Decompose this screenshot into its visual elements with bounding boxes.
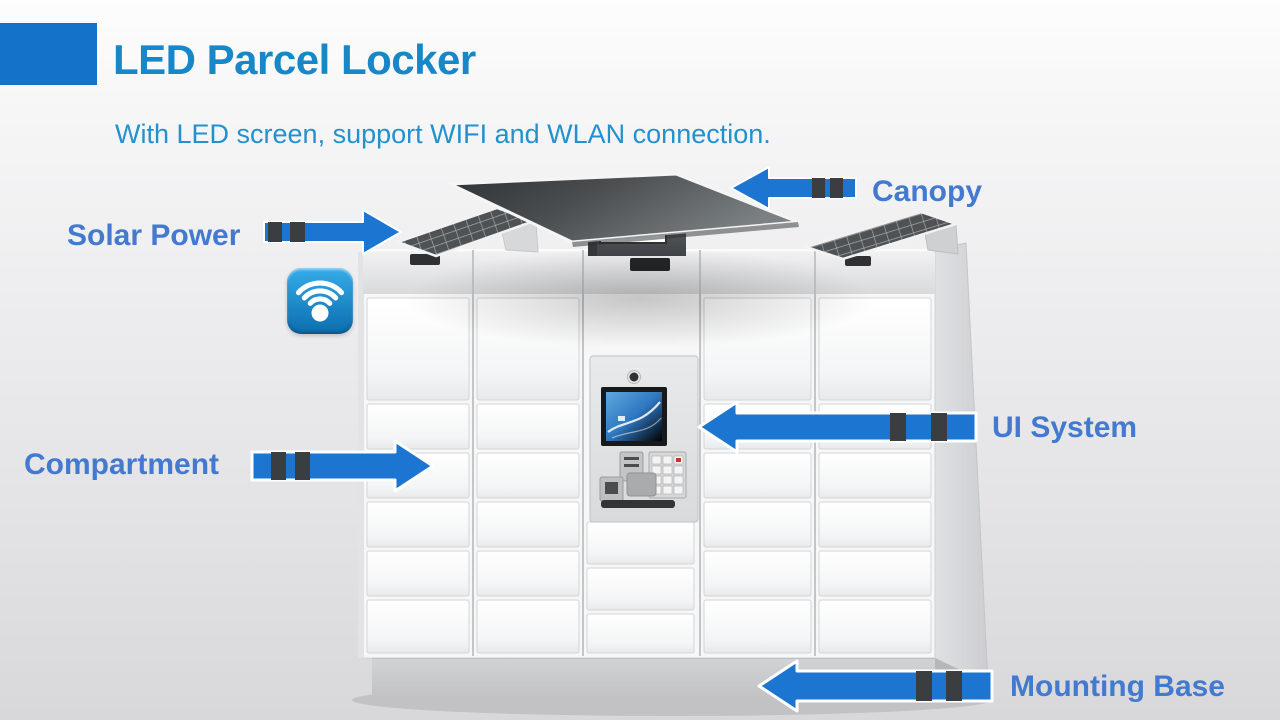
callout-label-compartment: Compartment <box>24 448 220 481</box>
callout-label-canopy: Canopy <box>872 175 983 208</box>
solar-power-arrow <box>263 209 402 255</box>
locker-side-panel <box>934 242 989 685</box>
accent-bar <box>0 23 97 85</box>
callout-label-solar-power: Solar Power <box>67 219 241 252</box>
page-subtitle: With LED screen, support WIFI and WLAN c… <box>115 119 771 149</box>
ui-kiosk <box>589 355 699 523</box>
callout-label-ui-system: UI System <box>992 411 1138 444</box>
mounting-base-arrow <box>757 659 994 713</box>
callout-label-mounting-base: Mounting Base <box>1010 670 1225 703</box>
canopy-part <box>448 172 800 247</box>
solar-panel-right <box>801 210 961 261</box>
canopy-arrow <box>730 166 857 210</box>
compartment-arrow <box>250 439 435 493</box>
ui-system-arrow <box>697 400 978 454</box>
page-title: LED Parcel Locker <box>113 36 476 83</box>
wifi-icon <box>287 268 353 334</box>
